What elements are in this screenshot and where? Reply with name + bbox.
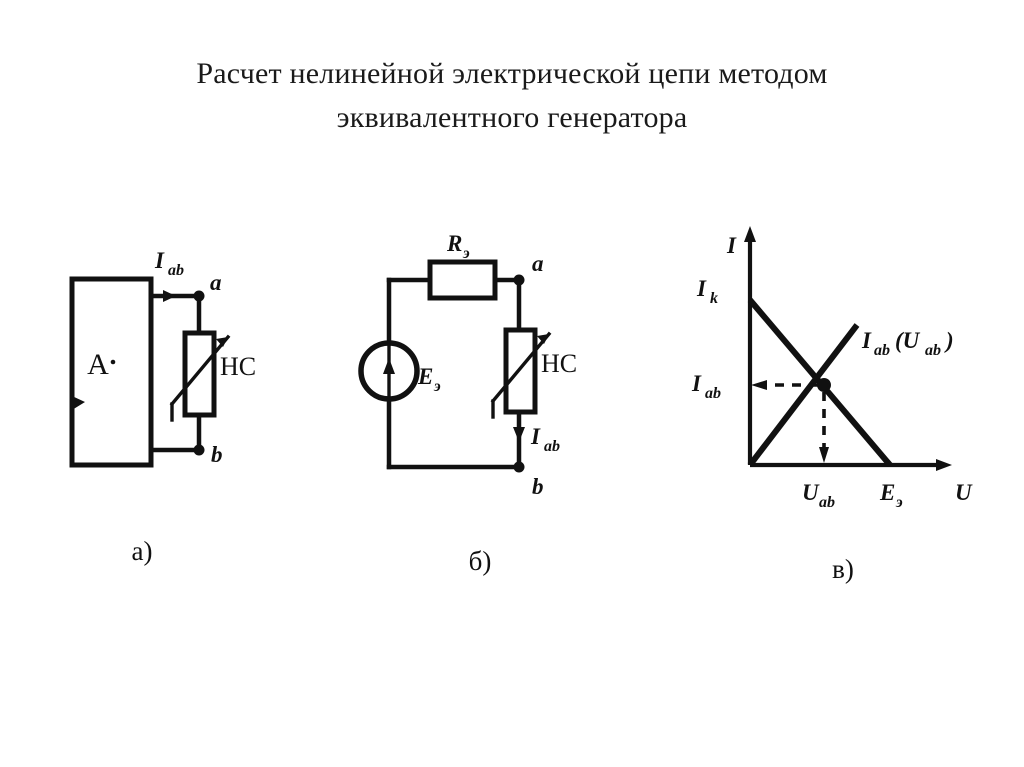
y-axis-arrow <box>744 226 756 242</box>
nonlinear-label-a: НС <box>220 352 256 381</box>
emf-axis-label: E <box>879 480 895 505</box>
curve-label-sub-1: ab <box>874 342 890 359</box>
x-axis-arrow <box>936 459 952 471</box>
terminal-a-label: a <box>210 270 222 295</box>
resistor-sub: э <box>462 245 470 262</box>
current-arrow-a <box>163 290 176 302</box>
page-title: Расчет нелинейной электрической цепи мет… <box>0 52 1024 140</box>
nonlinear-element-box-a <box>182 330 217 418</box>
nonlinear-arrow-shaft-b <box>490 331 552 404</box>
terminal-b-label-b: b <box>532 474 544 499</box>
x-axis-label: U <box>955 480 973 505</box>
network-marker-triangle <box>72 396 85 410</box>
current-label-a: I <box>154 248 165 273</box>
curve-label-sub-2: ab <box>925 342 941 359</box>
nonlinear-element-box-b <box>503 327 538 415</box>
nonlinear-characteristic-series <box>747 323 860 467</box>
figure-a-caption: а) <box>132 536 153 566</box>
operating-point-marker <box>817 378 831 392</box>
figure-c-caption: в) <box>832 554 854 584</box>
current-arrow-b <box>513 427 525 442</box>
nonlinear-label-b: НС <box>541 349 577 378</box>
operating-point-vline-arrow <box>819 447 829 463</box>
active-network-box <box>69 276 154 468</box>
nonlinear-arrow-head-a <box>216 337 228 347</box>
current-label-b: I <box>530 424 541 449</box>
emf-sub: э <box>433 378 441 395</box>
current-sub-b: ab <box>544 438 560 455</box>
resistor-label: R <box>446 231 462 256</box>
short-circuit-current-label: I <box>696 276 707 301</box>
figure-c: I U I k I ab U ab E э I ab <box>691 226 973 584</box>
operating-current-label: I <box>691 371 702 396</box>
nonlinear-arrow-head-b <box>537 334 549 344</box>
active-network-label: A <box>87 348 109 381</box>
node-b-dot-b <box>513 461 525 473</box>
operating-voltage-label: U <box>802 480 820 505</box>
current-sub-a: ab <box>168 262 184 279</box>
emf-source-arrow <box>383 358 395 374</box>
resistor-box <box>427 259 498 301</box>
emf-axis-sub: э <box>895 494 903 511</box>
short-circuit-current-sub: k <box>710 290 718 307</box>
operating-point-hline-arrow <box>751 380 767 390</box>
figure-b-caption: б) <box>469 546 492 576</box>
emf-label: E <box>417 364 433 389</box>
figure-a: A a I ab НС b а) <box>69 248 256 566</box>
terminal-a-label-b: a <box>532 251 544 276</box>
active-network-dot <box>110 359 116 365</box>
figure-b: R э a E э НС I ab <box>358 231 577 576</box>
page-title-line-2: эквивалентного генератора <box>336 101 688 134</box>
curve-label-paren-close: ) <box>944 328 954 353</box>
y-axis-label: I <box>726 233 737 258</box>
curve-label-paren-open: (U <box>895 328 921 353</box>
page-title-line-1: Расчет нелинейной электрической цепи мет… <box>196 57 828 90</box>
operating-voltage-sub: ab <box>819 494 835 511</box>
node-b-dot <box>193 444 205 456</box>
curve-label-main: I <box>861 328 872 353</box>
nonlinear-arrow-shaft-a <box>169 334 231 407</box>
terminal-b-label: b <box>211 442 223 467</box>
operating-current-sub: ab <box>705 385 721 402</box>
